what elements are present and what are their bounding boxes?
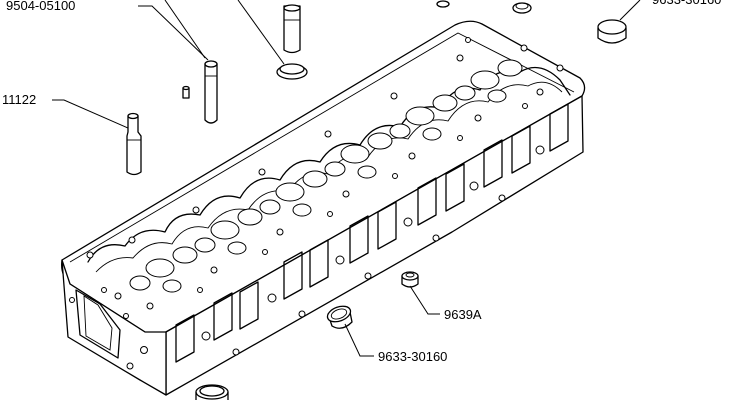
- dowel-pin: [182, 85, 190, 99]
- plug-9633-30160: [326, 305, 353, 329]
- gasket-outline: [87, 66, 571, 263]
- leader-plug-top-right: [619, 0, 641, 21]
- cylinder-ports: [129, 59, 523, 293]
- leader-seal-ring: [237, 0, 285, 65]
- callout-stud: 11122: [2, 92, 36, 107]
- stud-11122: [126, 112, 142, 176]
- side-ports: [175, 103, 569, 363]
- small-ring-top: [436, 0, 450, 8]
- guide-tube-top: [283, 4, 301, 54]
- callout-plug-top-right: 9633-30160: [652, 0, 721, 7]
- callout-labels: 9504-05100 11122 9639A 9633-30160 9633-3…: [2, 0, 721, 364]
- plug-9639A: [401, 271, 419, 288]
- cylinder-head-end-face: [61, 259, 167, 396]
- bolt-holes: [86, 37, 564, 319]
- seal-ring: [276, 63, 308, 80]
- callout-plug-small: 9639A: [444, 307, 482, 322]
- callout-guide-left: 9504-05100: [6, 0, 75, 13]
- leader-guide-left: [138, 5, 209, 61]
- seal-ring-bottom: [195, 384, 229, 400]
- valve-guide-long: [204, 60, 218, 124]
- leader-tube-top: [164, 0, 206, 59]
- callout-plug-large: 9633-30160: [378, 349, 447, 364]
- leader-stud: [52, 99, 129, 129]
- leader-plug-small: [409, 285, 440, 315]
- leader-plug-large: [344, 323, 374, 357]
- leader-lines: [52, 0, 641, 357]
- small-ring-top-right: [512, 2, 532, 14]
- cup-plug-top-right: [597, 19, 627, 44]
- cylinder-head: [61, 20, 586, 396]
